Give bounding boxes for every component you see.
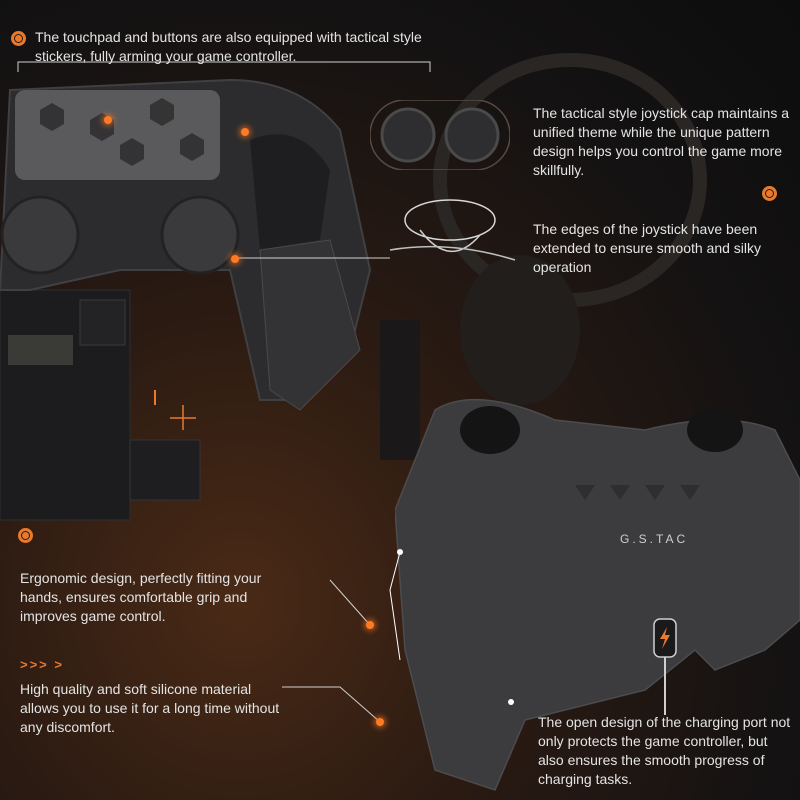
skin-edge-point <box>508 699 514 705</box>
brand-logo: G.S.TAC <box>620 532 689 546</box>
button-marker <box>241 128 249 136</box>
charging-cable <box>653 618 677 715</box>
target-icon <box>11 31 26 46</box>
grip-marker <box>366 621 374 629</box>
material-marker <box>376 718 384 726</box>
joystick-edge-illustration <box>389 199 516 261</box>
silicone-skin <box>395 398 800 791</box>
silicone-caption: High quality and soft silicone material … <box>20 681 280 735</box>
joystick-marker <box>231 255 239 263</box>
charging-caption: The open design of the charging port not… <box>538 714 791 787</box>
target-icon <box>18 528 33 543</box>
touchpad-caption: The touchpad and buttons are also equipp… <box>35 29 422 64</box>
left-joystick <box>0 195 80 275</box>
controller-with-skin <box>0 78 372 411</box>
target-icon <box>762 186 777 201</box>
ergonomic-caption: Ergonomic design, perfectly fitting your… <box>20 570 262 624</box>
right-joystick <box>160 195 240 275</box>
arrows-decor: >>> > <box>20 657 64 672</box>
joystick-cap-caption: The tactical style joystick cap maintain… <box>533 105 789 178</box>
lightning-icon <box>660 627 670 649</box>
touchpad-marker <box>104 116 112 124</box>
joystick-caps <box>370 100 510 170</box>
skin-edge-point <box>397 549 403 555</box>
joystick-edge-caption: The edges of the joystick have been exte… <box>533 221 762 275</box>
